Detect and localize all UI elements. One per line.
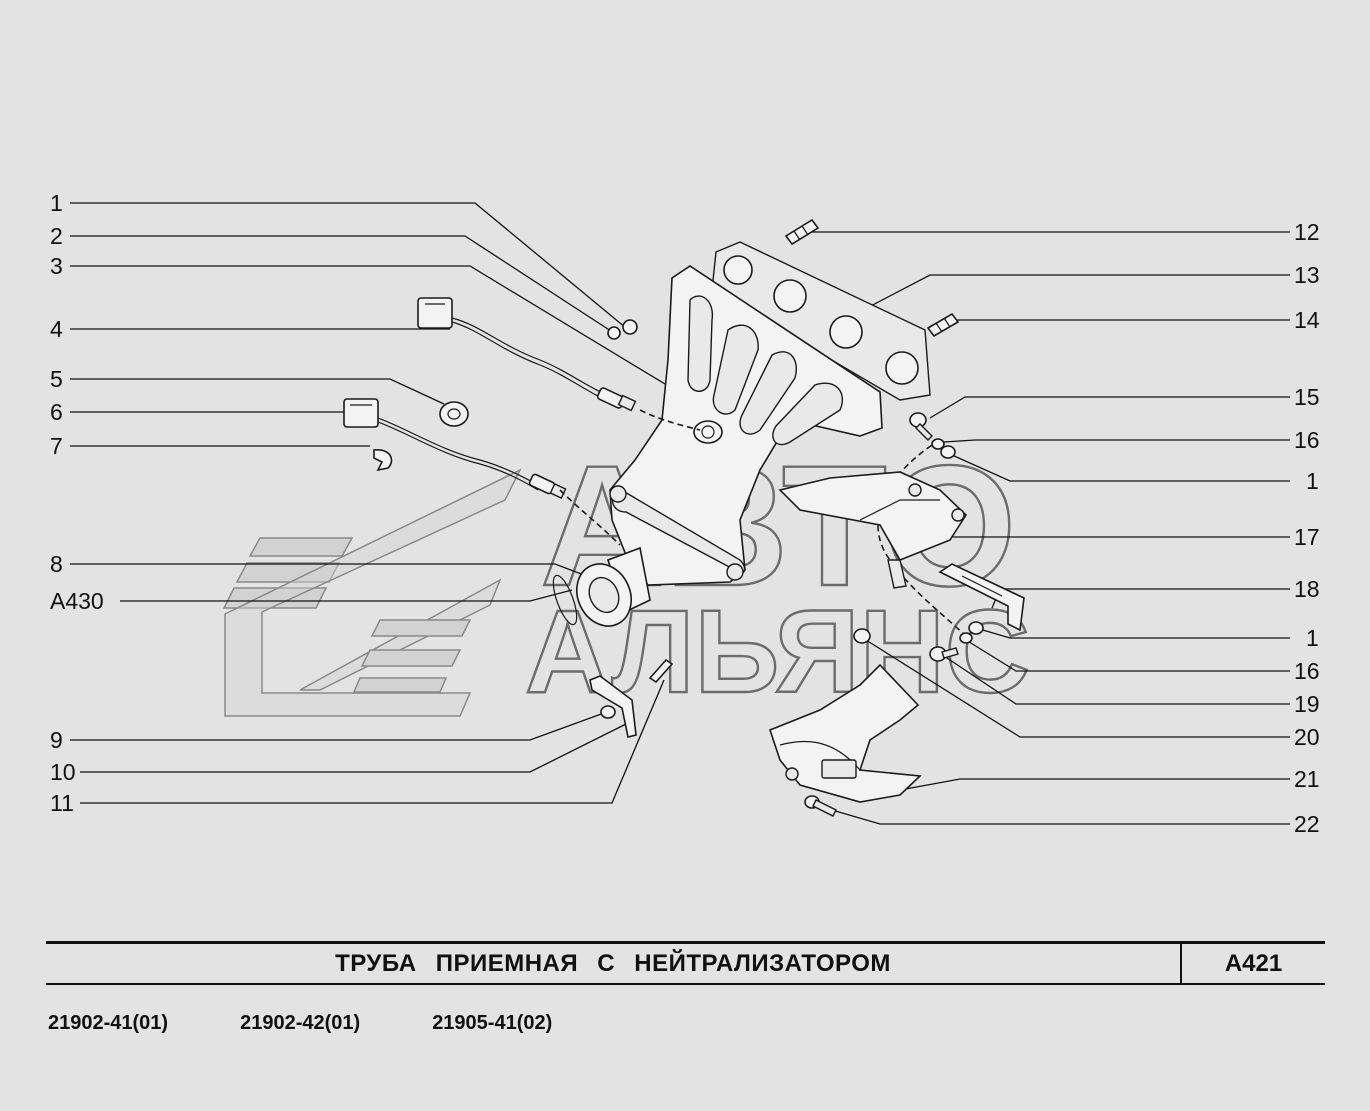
clip-7 xyxy=(373,449,393,472)
stud-12 xyxy=(784,218,820,246)
nut-1-top xyxy=(622,319,638,335)
callout-15: 15 xyxy=(1294,384,1320,410)
callout-6: 6 xyxy=(50,399,63,425)
callout-1: 1 xyxy=(50,190,63,216)
title-rule-bottom xyxy=(46,983,1325,985)
callout-11: 11 xyxy=(50,790,74,816)
callout-18: 18 xyxy=(1294,576,1320,602)
callout-5: 5 xyxy=(50,366,63,392)
washer-16-low xyxy=(959,632,973,644)
title-divider xyxy=(1180,941,1182,985)
callout-4: 4 xyxy=(50,316,63,342)
nut-5 xyxy=(439,401,469,427)
nut-1-low xyxy=(968,621,984,635)
heat-shield-17 xyxy=(778,471,968,589)
callout-1-mid: 1 xyxy=(1306,468,1319,494)
stud-11 xyxy=(648,658,674,684)
bolt-15 xyxy=(909,412,933,441)
callout-17: 17 xyxy=(1294,524,1320,550)
callout-a430: A430 xyxy=(50,588,104,614)
callout-9: 9 xyxy=(50,727,63,753)
callout-14: 14 xyxy=(1294,307,1320,333)
callout-13: 13 xyxy=(1294,262,1320,288)
title-rule-top xyxy=(46,941,1325,944)
callout-8: 8 xyxy=(50,551,63,577)
model-code: 21905-41(02) xyxy=(432,1012,553,1034)
manifold-gasket xyxy=(711,241,931,401)
callout-21: 21 xyxy=(1294,766,1320,792)
callout-22: 22 xyxy=(1294,811,1320,837)
callout-20: 20 xyxy=(1294,724,1320,750)
washer-2 xyxy=(607,326,621,340)
callout-16-low: 16 xyxy=(1294,658,1320,684)
washer-16-top xyxy=(931,438,945,450)
oxygen-sensor-upper xyxy=(417,297,637,412)
callout-2: 2 xyxy=(50,223,63,249)
exploded-parts-diagram: АВТО АЛЬЯНС xyxy=(50,190,1320,837)
callout-10: 10 xyxy=(50,759,76,785)
nut-9 xyxy=(600,705,616,719)
model-list: 21902-41(01) 21902-42(01) 21905-41(02) xyxy=(48,1012,624,1035)
stud-14 xyxy=(926,312,960,338)
callout-labels-right: 12 13 14 15 16 1 17 18 1 16 19 20 21 22 xyxy=(1294,219,1320,837)
model-code: 21902-42(01) xyxy=(240,1012,361,1034)
page-code: А421 xyxy=(1224,949,1283,977)
callout-16-top: 16 xyxy=(1294,427,1320,453)
callout-19: 19 xyxy=(1294,691,1320,717)
nut-1-mid xyxy=(940,445,956,459)
nut-20 xyxy=(853,628,871,644)
bracket-18 xyxy=(938,563,1025,632)
bracket-10 xyxy=(589,675,637,738)
callout-3: 3 xyxy=(50,253,63,279)
callout-1-low: 1 xyxy=(1306,625,1319,651)
page-title: ТРУБА ПРИЕМНАЯ С НЕЙТРАЛИЗАТОРОМ xyxy=(335,949,891,977)
callout-12: 12 xyxy=(1294,219,1320,245)
callout-labels-left: 1 2 3 4 5 6 7 8 A430 9 10 11 xyxy=(50,190,104,816)
assembly-path-lines xyxy=(559,409,971,641)
heat-shield-21 xyxy=(769,663,922,803)
flange-gasket xyxy=(552,563,632,627)
watermark-logo xyxy=(222,468,522,717)
oxygen-sensor-lower xyxy=(343,398,567,499)
leader-lines-left xyxy=(70,202,666,804)
model-code: 21902-41(01) xyxy=(48,1012,169,1034)
callout-7: 7 xyxy=(50,433,63,459)
exhaust-manifold xyxy=(607,265,883,614)
bolt-22 xyxy=(804,795,837,817)
leader-lines-right xyxy=(808,231,1290,825)
bolt-19 xyxy=(929,646,959,662)
